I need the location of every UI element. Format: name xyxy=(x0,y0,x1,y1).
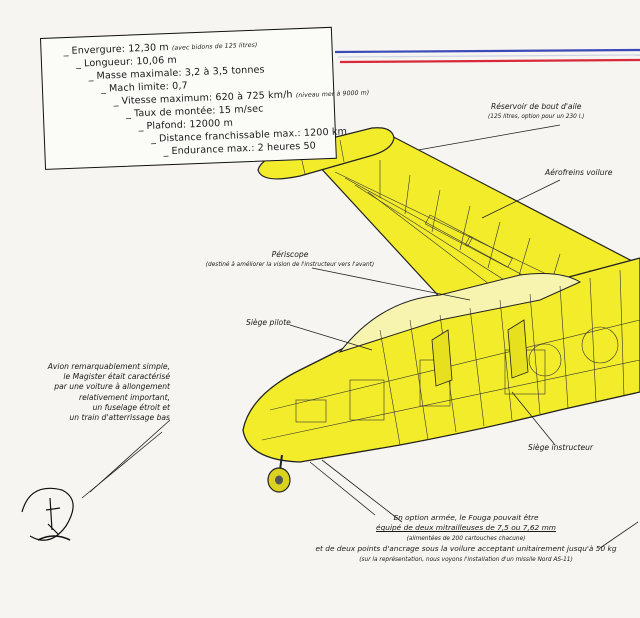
armament-note: En option armée, le Fouga pouvait être é… xyxy=(296,513,636,565)
note-line: relativement important, xyxy=(78,392,170,402)
armament-line: et de deux points d'ancrage sous la voil… xyxy=(315,544,617,554)
callout-periscope: Périscope (destiné à améliorer la vision… xyxy=(190,250,390,270)
fuselage xyxy=(242,257,640,463)
callout-siege-pilote: Siège pilote xyxy=(246,318,291,327)
periscope-title: Périscope xyxy=(271,250,309,259)
note-line: par une voiture à allongement xyxy=(54,382,170,392)
leader-lines xyxy=(81,124,639,549)
armament-line: équipé de deux mitrailleuses de 7,5 ou 7… xyxy=(376,523,556,533)
description-note: Avion remarquablement simple, le Magiste… xyxy=(46,362,170,423)
tricolor-stripes xyxy=(334,48,640,64)
artist-signature-mark xyxy=(21,487,74,541)
note-line: Avion remarquablement simple, xyxy=(47,362,170,371)
note-line: un train d'atterrissage bas xyxy=(69,413,170,423)
wing-structure xyxy=(334,160,601,339)
periscope-note: (destiné à améliorer la vision de l'inst… xyxy=(205,262,375,268)
note-line: le Magister était caractérisé xyxy=(63,372,170,382)
spec-plafond: _ Plafond: 12000 m xyxy=(138,117,234,133)
armament-line: En option armée, le Fouga pouvait être xyxy=(393,513,539,522)
spec-envergure: _ Envergure: 12,30 m (avec bidons de 125… xyxy=(63,41,258,58)
callout-aerofreins: Aérofreins voilure xyxy=(545,168,613,177)
nose-landing-gear xyxy=(267,454,291,493)
spec-mach: _ Mach limite: 0,7 xyxy=(100,80,188,95)
specifications-box: _ Envergure: 12,30 m (avec bidons de 125… xyxy=(40,26,369,170)
reservoir-note: (125 litres, option pour un 230 l.) xyxy=(488,114,585,120)
armament-line: (alimentées de 200 cartouches chacune) xyxy=(406,535,526,542)
armament-line: (sur la représentation, nous voyons l'in… xyxy=(359,556,573,563)
callout-reservoir: Réservoir de bout d'aile (125 litres, op… xyxy=(488,102,584,122)
note-line: un fuselage étroit et xyxy=(92,402,170,412)
reservoir-title: Réservoir de bout d'aile xyxy=(490,102,582,111)
callout-siege-instructeur: Siège instructeur xyxy=(528,443,594,452)
